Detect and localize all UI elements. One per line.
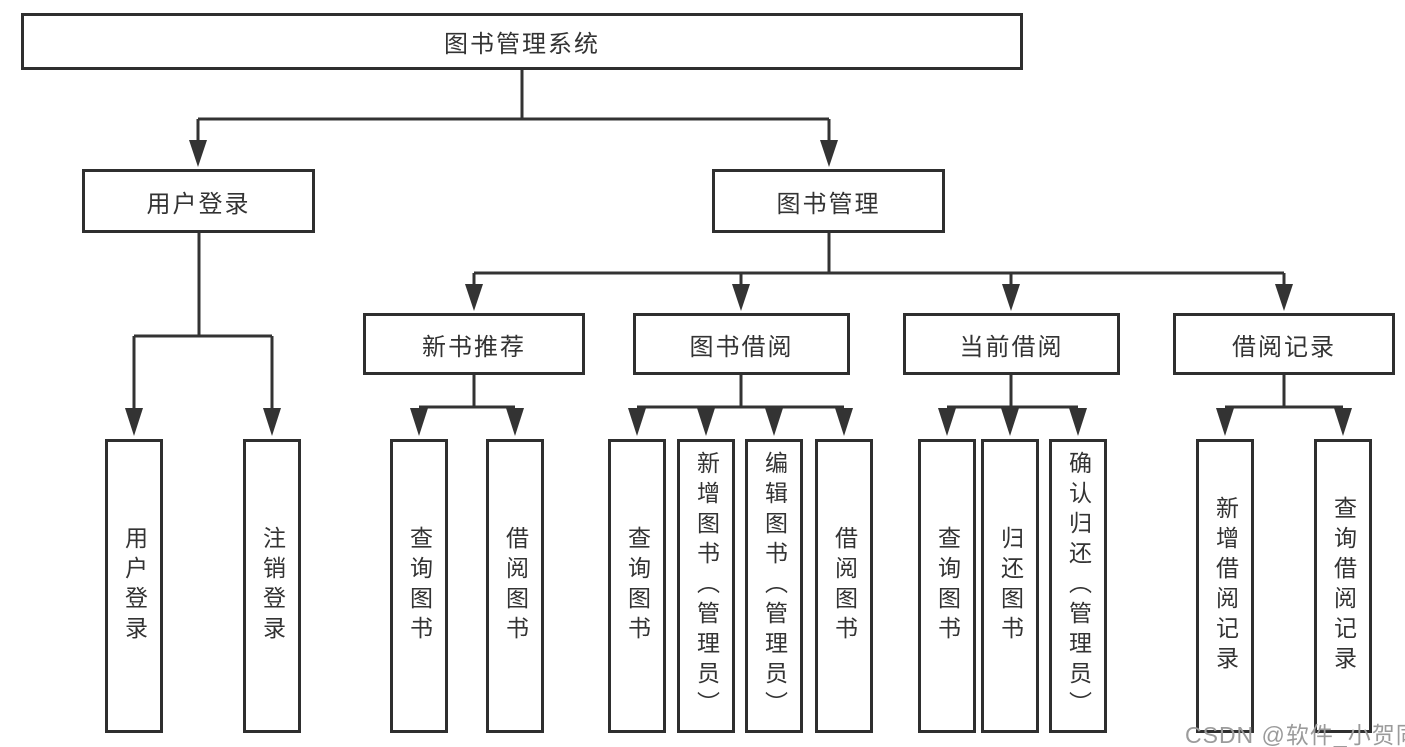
leaf-user-login: 用户登录: [105, 439, 163, 733]
node-new-book-recommend: 新书推荐: [363, 313, 585, 375]
node-library-management-system: 图书管理系统: [21, 13, 1023, 70]
leaf-logout: 注销登录: [243, 439, 301, 733]
leaf-search-books-borrow: 查询图书: [608, 439, 666, 733]
leaf-add-borrow-record: 新增借阅记录: [1196, 439, 1254, 733]
leaf-label: 查询图书: [934, 526, 961, 646]
leaf-label: 借阅图书: [502, 526, 529, 646]
arrowheads: [125, 140, 1352, 436]
leaf-edit-book-admin: 编辑图书（管理员）: [745, 439, 803, 733]
leaf-label: 归还图书: [997, 526, 1024, 646]
leaf-label: 新增图书（管理员）: [693, 451, 720, 721]
node-borrow-records: 借阅记录: [1173, 313, 1395, 375]
leaf-label: 用户登录: [121, 526, 148, 646]
leaf-confirm-return-admin: 确认归还（管理员）: [1049, 439, 1107, 733]
node-user-login: 用户登录: [82, 169, 315, 233]
leaf-add-book-admin: 新增图书（管理员）: [677, 439, 735, 733]
node-current-borrow: 当前借阅: [903, 313, 1120, 375]
leaf-label: 查询图书: [406, 526, 433, 646]
leaf-borrow-book-recommend: 借阅图书: [486, 439, 544, 733]
leaf-borrow-book: 借阅图书: [815, 439, 873, 733]
leaf-label: 新增借阅记录: [1212, 496, 1239, 676]
leaf-search-borrow-record: 查询借阅记录: [1314, 439, 1372, 733]
node-book-management: 图书管理: [712, 169, 945, 233]
leaf-label: 确认归还（管理员）: [1065, 451, 1092, 721]
leaf-return-book: 归还图书: [981, 439, 1039, 733]
leaf-search-books-recommend: 查询图书: [390, 439, 448, 733]
leaf-label: 注销登录: [259, 526, 286, 646]
leaf-search-books-current: 查询图书: [918, 439, 976, 733]
leaf-label: 查询借阅记录: [1330, 496, 1357, 676]
leaf-label: 查询图书: [624, 526, 651, 646]
node-book-borrow: 图书借阅: [633, 313, 850, 375]
leaf-label: 编辑图书（管理员）: [761, 451, 788, 721]
leaf-label: 借阅图书: [831, 526, 858, 646]
csdn-watermark: CSDN @软件_小贺同学: [1185, 722, 1405, 747]
